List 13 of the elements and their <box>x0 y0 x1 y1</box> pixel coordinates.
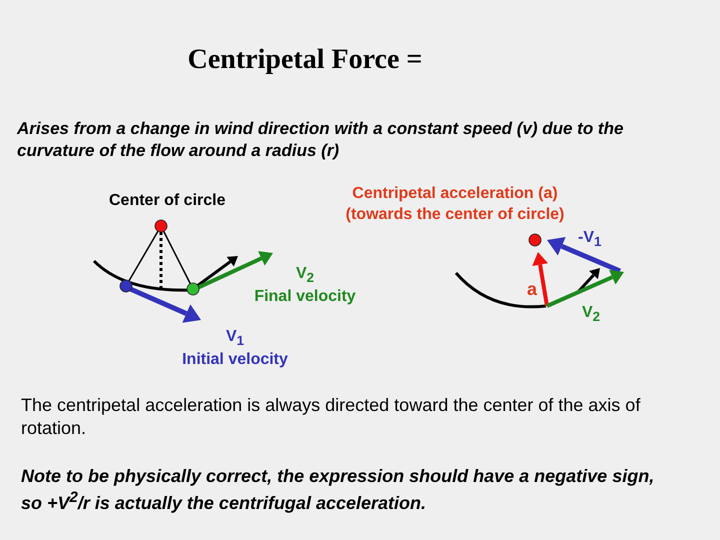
vector-label: V$_{2}$ <box>294 264 316 286</box>
vector-label: Center of circle <box>109 191 226 211</box>
paragraph: The centripetal acceleration is always directed toward the center of the axis of rotation. <box>21 394 642 440</box>
vector-label: -V$_{1}$ <box>578 228 602 250</box>
paragraph: Note to be physically correct, the expression should have a negative sign, so +V$^{2}$/r is actually the centrifugal acceleration. <box>21 465 656 516</box>
paragraph: Arises from a change in wind direction with a constant speed (v) due to the curvature of the flow around a radius (r) <box>17 118 624 162</box>
vector-label: Final velocity <box>253 287 357 307</box>
vector-label: V$_{2}$ <box>582 303 602 326</box>
vector-label: a <box>527 278 538 301</box>
title: Centripetal Force = <box>186 44 424 76</box>
annotation-label: Centripetal acceleration (a) (towards the center of circle) <box>344 184 566 225</box>
vector-label: V$_{1}$ <box>224 327 246 350</box>
vector-label: Initial velocity <box>181 350 289 370</box>
